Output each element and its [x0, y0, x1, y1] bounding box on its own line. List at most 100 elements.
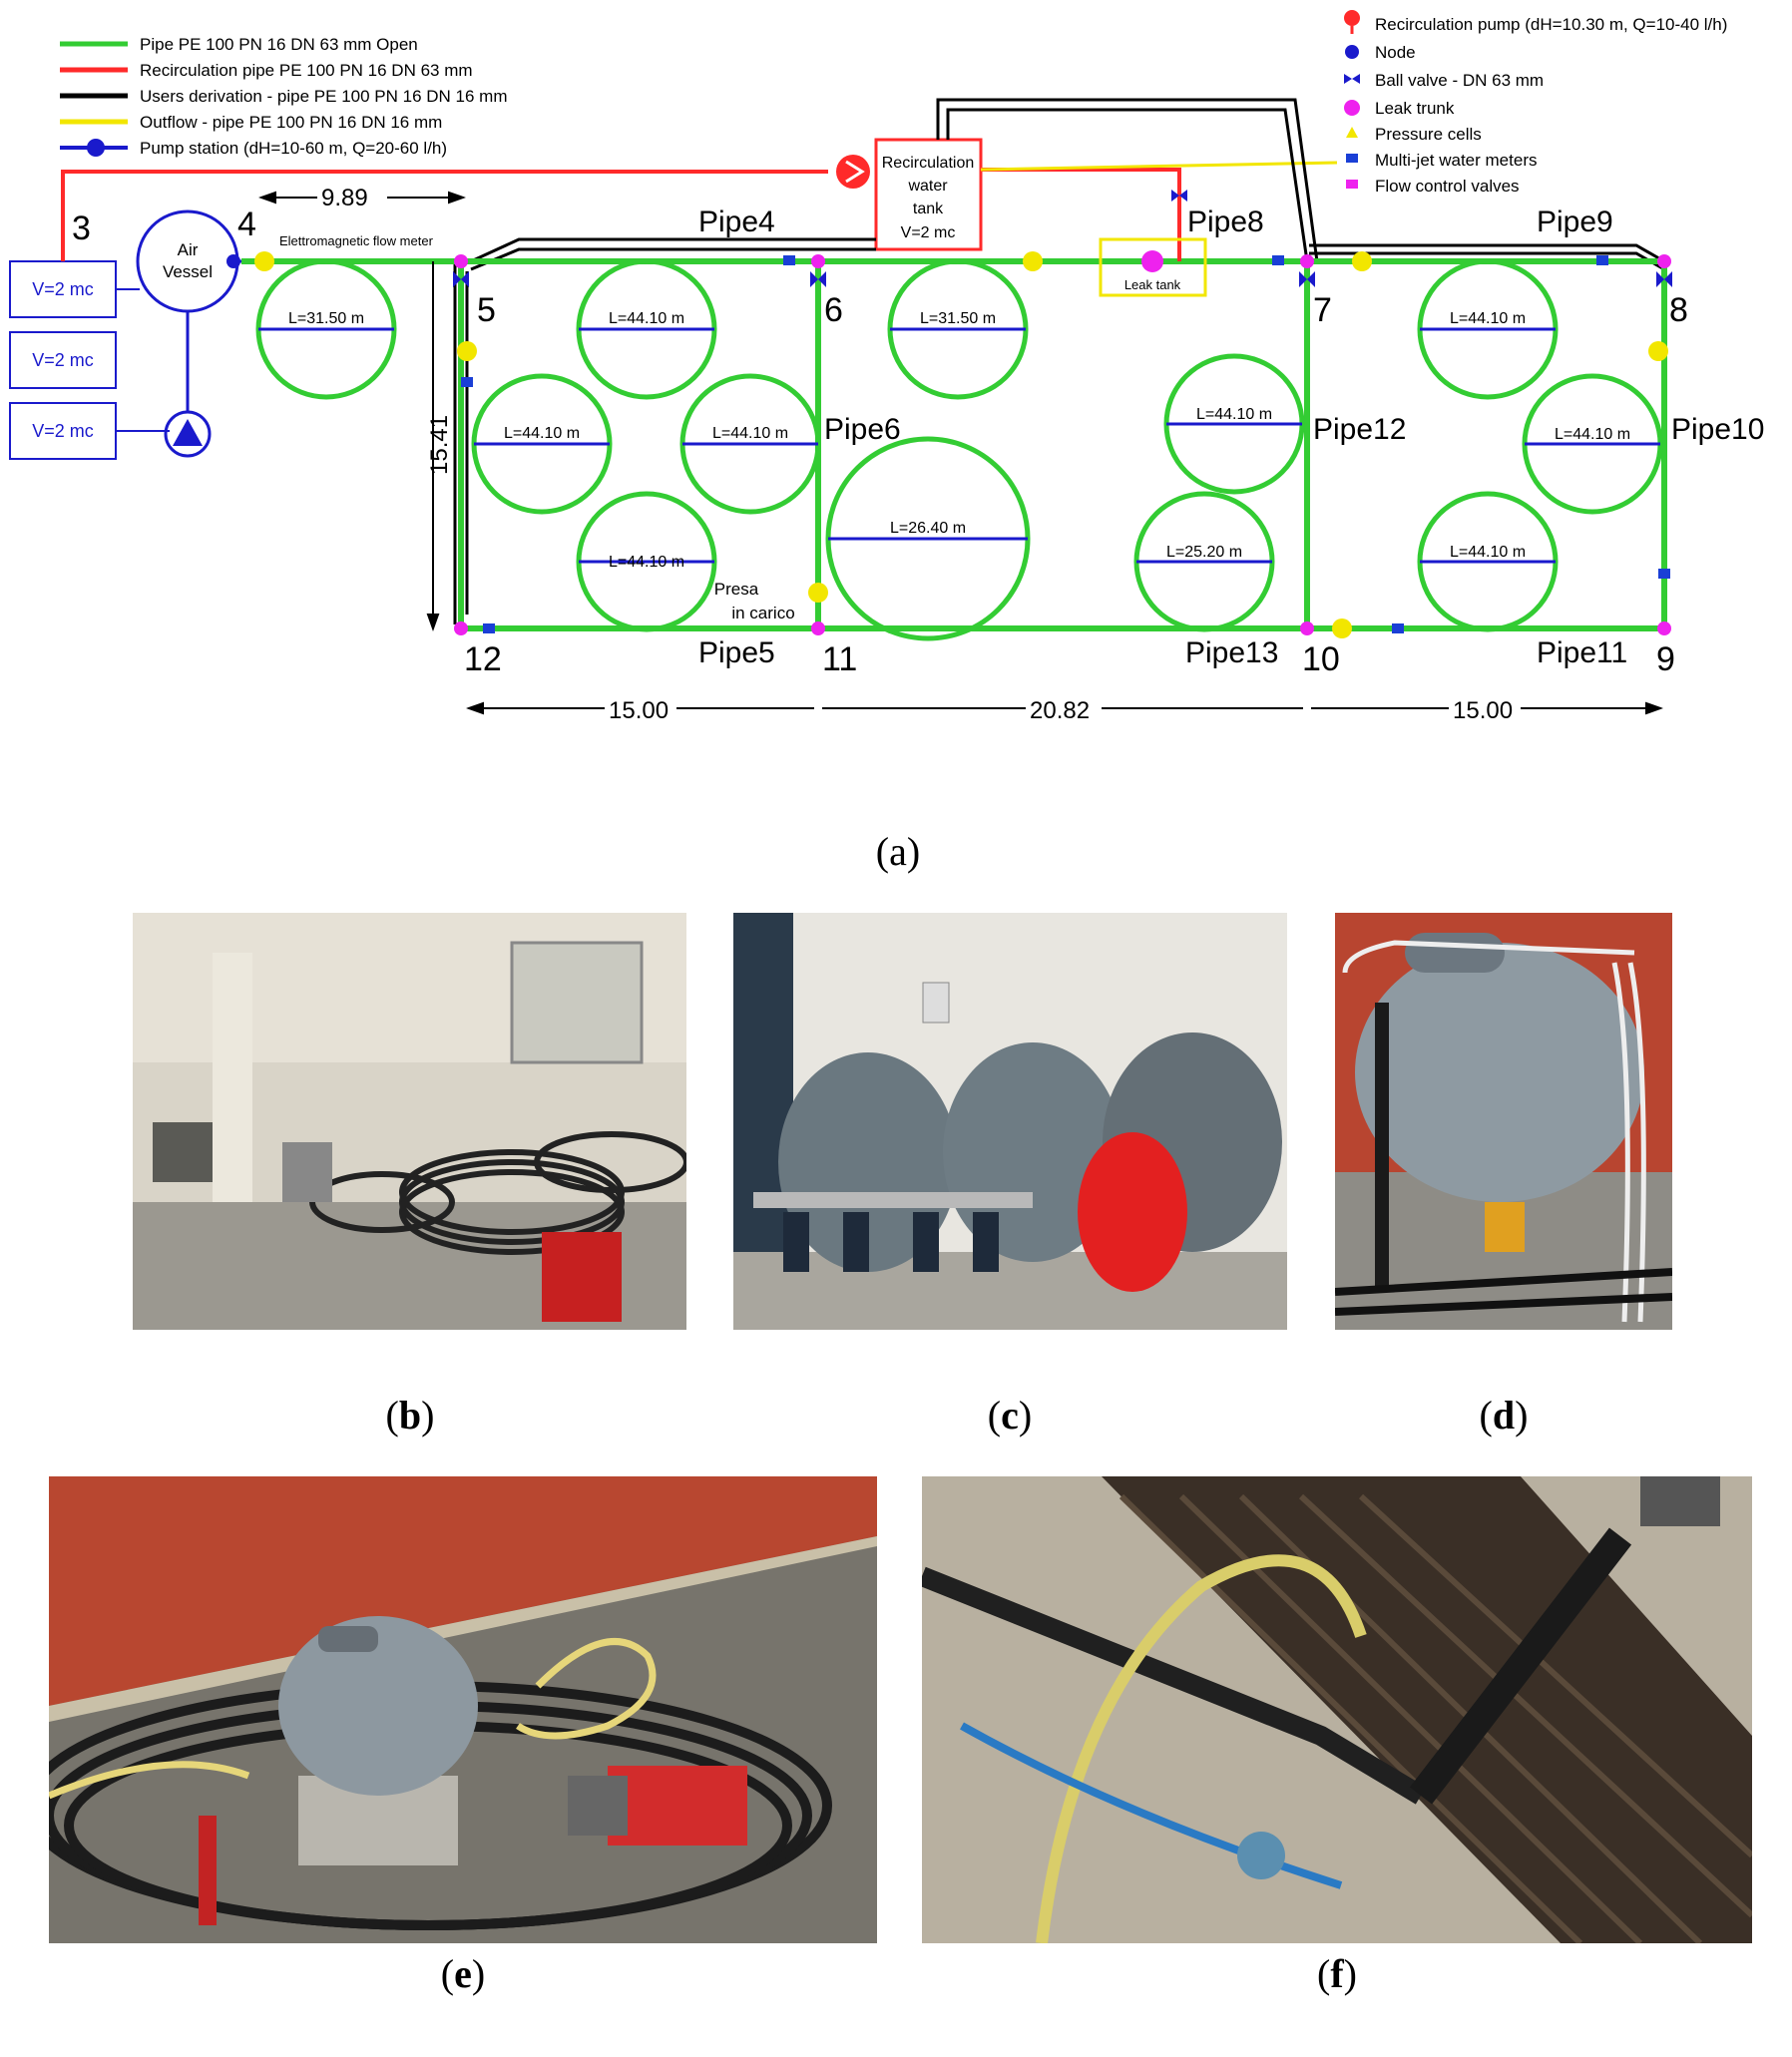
- svg-text:L=25.20 m: L=25.20 m: [1166, 544, 1242, 561]
- photo-f: [922, 1476, 1752, 1943]
- caption-f: (f): [1317, 1951, 1357, 1996]
- svg-text:Pipe13: Pipe13: [1185, 636, 1278, 669]
- air-vessel: Air Vessel: [136, 209, 261, 458]
- legend-right-label: Node: [1375, 43, 1416, 62]
- dimension-labels: 9.89 15.41 15.00 20.82 15.00: [317, 184, 1521, 724]
- svg-text:Pipe9: Pipe9: [1537, 206, 1613, 238]
- svg-text:12: 12: [464, 640, 502, 678]
- svg-text:L=44.10 m: L=44.10 m: [1450, 544, 1526, 561]
- legend-right-label: Flow control valves: [1375, 177, 1520, 196]
- svg-text:9: 9: [1656, 640, 1675, 678]
- recirculation-tank: Recirculation water tank V=2 mc: [874, 138, 983, 251]
- legend-left: Pipe PE 100 PN 16 DN 63 mm Open Recircul…: [60, 35, 508, 158]
- tank-label: V=2 mc: [32, 421, 94, 441]
- leak-trunk-icon: [1141, 250, 1163, 272]
- nodes-markers: [454, 254, 1671, 635]
- caption-a: (a): [875, 829, 921, 874]
- flow-control-valve-icon: [1346, 180, 1358, 189]
- svg-text:L=31.50 m: L=31.50 m: [920, 310, 996, 327]
- supply-tanks: V=2 mc V=2 mc V=2 mc: [9, 260, 170, 460]
- ball-valve-icon: [1171, 190, 1187, 202]
- svg-text:L=44.10 m: L=44.10 m: [609, 554, 684, 571]
- photo-d: [1335, 913, 1672, 1330]
- tank-label: V=2 mc: [32, 279, 94, 299]
- svg-text:15.00: 15.00: [1453, 697, 1513, 724]
- svg-text:6: 6: [824, 291, 843, 329]
- legend-right-label: Recirculation pump (dH=10.30 m, Q=10-40 …: [1375, 15, 1727, 34]
- legend-right: Recirculation pump (dH=10.30 m, Q=10-40 …: [1344, 10, 1727, 196]
- water-meter-icon: [1346, 154, 1358, 163]
- pressure-cell-icon: [1346, 127, 1358, 138]
- caption-e: (e): [440, 1951, 486, 1996]
- svg-text:in carico: in carico: [731, 604, 794, 622]
- node-icon: [226, 254, 240, 268]
- legend-left-label: Users derivation - pipe PE 100 PN 16 DN …: [140, 87, 508, 106]
- svg-text:tank: tank: [913, 201, 944, 217]
- presa-label: Presa: [714, 580, 759, 599]
- pump-station-icon: [164, 410, 212, 458]
- svg-text:15.00: 15.00: [609, 697, 669, 724]
- recirculation-pump-icon: [836, 155, 870, 189]
- ball-valves: [453, 271, 1672, 287]
- svg-text:3: 3: [72, 209, 91, 247]
- svg-text:L=26.40 m: L=26.40 m: [890, 520, 966, 537]
- svg-text:V=2 mc: V=2 mc: [901, 224, 956, 241]
- air-vessel-label: Air: [178, 240, 199, 259]
- recirculation-pipe: [61, 168, 1181, 261]
- svg-text:9.89: 9.89: [321, 185, 368, 211]
- coil-diameters: [258, 327, 1660, 564]
- photo-b: [133, 913, 686, 1330]
- svg-text:L=44.10 m: L=44.10 m: [712, 425, 788, 442]
- svg-text:10: 10: [1302, 640, 1340, 678]
- svg-text:15.41: 15.41: [426, 415, 453, 475]
- caption-d: (d): [1479, 1393, 1529, 1438]
- network-schematic: Pipe PE 100 PN 16 DN 63 mm Open Recircul…: [9, 10, 1764, 724]
- legend-right-label: Multi-jet water meters: [1375, 151, 1537, 170]
- svg-text:water: water: [907, 178, 948, 195]
- legend-right-label: Pressure cells: [1375, 125, 1482, 144]
- svg-text:Pipe12: Pipe12: [1313, 413, 1406, 446]
- svg-text:8: 8: [1669, 291, 1688, 329]
- node-icon: [1345, 45, 1359, 59]
- legend-left-label: Outflow - pipe PE 100 PN 16 DN 16 mm: [140, 113, 442, 132]
- flow-meter-label: Elettromagnetic flow meter: [279, 233, 434, 248]
- pipe-labels: Pipe4 Pipe5 Pipe6 Pipe8 Pipe9 Pipe10 Pip…: [698, 206, 1764, 669]
- svg-text:Pipe5: Pipe5: [698, 636, 775, 669]
- photo-e: [49, 1476, 877, 1943]
- pump-station-icon: [87, 139, 105, 157]
- outflow-pipe: [980, 161, 1338, 172]
- photo-c: [733, 913, 1287, 1330]
- leak-tank-label: Leak tank: [1124, 277, 1181, 292]
- svg-text:L=44.10 m: L=44.10 m: [1196, 406, 1272, 423]
- caption-b: (b): [385, 1393, 435, 1438]
- leak-trunk-icon: [1344, 100, 1360, 116]
- svg-text:7: 7: [1313, 291, 1332, 329]
- legend-right-label: Leak trunk: [1375, 99, 1455, 118]
- svg-text:L=31.50 m: L=31.50 m: [288, 310, 364, 327]
- svg-text:Pipe6: Pipe6: [824, 413, 901, 446]
- tank-label: V=2 mc: [32, 350, 94, 370]
- svg-text:4: 4: [237, 206, 256, 243]
- leak-tank: [1099, 237, 1207, 297]
- svg-text:Pipe11: Pipe11: [1537, 636, 1627, 669]
- svg-text:L=44.10 m: L=44.10 m: [609, 310, 684, 327]
- svg-text:Pipe4: Pipe4: [698, 206, 775, 238]
- legend-left-label: Pump station (dH=10-60 m, Q=20-60 l/h): [140, 139, 447, 158]
- svg-text:L=44.10 m: L=44.10 m: [1450, 310, 1526, 327]
- recirculation-pump-icon: [1344, 10, 1360, 26]
- node-labels: 3 4 5 6 7 8 9 10 11 12: [72, 206, 1688, 678]
- svg-text:Recirculation: Recirculation: [882, 155, 974, 172]
- pressure-cells: [254, 251, 1668, 638]
- legend-right-label: Ball valve - DN 63 mm: [1375, 71, 1544, 90]
- svg-text:L=44.10 m: L=44.10 m: [1555, 426, 1630, 443]
- svg-text:L=44.10 m: L=44.10 m: [504, 425, 580, 442]
- ball-valve-icon: [1344, 74, 1360, 84]
- legend-left-label: Pipe PE 100 PN 16 DN 63 mm Open: [140, 35, 418, 54]
- svg-text:Pipe10: Pipe10: [1671, 413, 1764, 446]
- svg-text:5: 5: [477, 291, 496, 329]
- svg-text:20.82: 20.82: [1030, 697, 1090, 724]
- svg-text:Vessel: Vessel: [163, 262, 213, 281]
- svg-text:11: 11: [822, 640, 857, 678]
- legend-left-label: Recirculation pipe PE 100 PN 16 DN 63 mm: [140, 61, 473, 80]
- caption-c: (c): [987, 1393, 1033, 1438]
